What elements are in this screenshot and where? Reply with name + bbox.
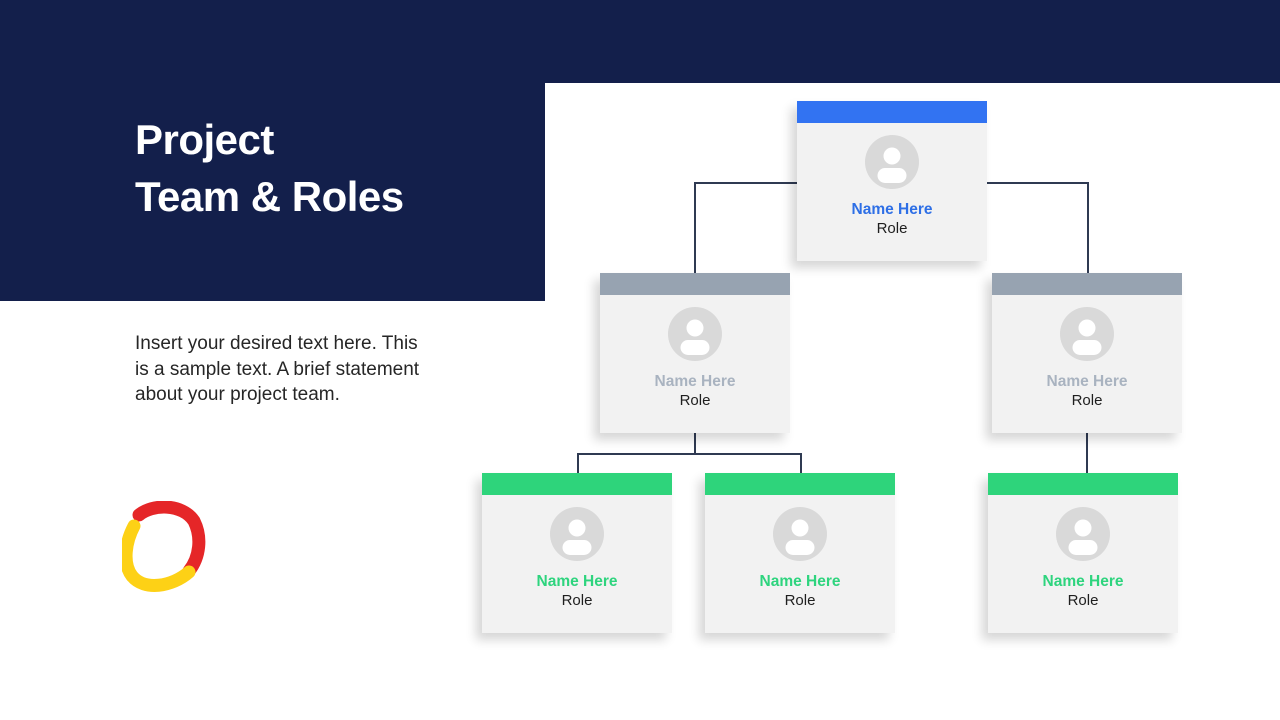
member-name: Name Here [759, 573, 841, 590]
org-card-member-right: Name Here Role [988, 473, 1178, 633]
org-card-executive: Name Here Role [797, 101, 987, 261]
brand-logo-icon [122, 501, 206, 592]
member-role: Role [1067, 592, 1099, 609]
description-text: Insert your desired text here. This is a… [135, 331, 419, 408]
member-name: Name Here [1046, 373, 1128, 390]
member-role: Role [561, 592, 593, 609]
card-accent-bar [992, 273, 1182, 295]
connector-line [577, 453, 579, 473]
org-card-manager-left: Name Here Role [600, 273, 790, 433]
connector-line [800, 453, 802, 473]
connector-line [694, 432, 696, 454]
member-role: Role [1071, 392, 1103, 409]
person-icon [668, 307, 722, 361]
page-title-line2: Team & Roles [135, 173, 404, 220]
org-card-manager-right: Name Here Role [992, 273, 1182, 433]
connector-line [577, 453, 801, 455]
page-title: Project Team & Roles [135, 111, 404, 225]
page-title-line1: Project [135, 116, 274, 163]
description-line2: is a sample text. A brief statement [135, 358, 420, 380]
title-panel [0, 0, 545, 301]
member-role: Role [784, 592, 816, 609]
card-accent-bar [705, 473, 895, 495]
org-card-member-left: Name Here Role [482, 473, 672, 633]
member-role: Role [679, 392, 711, 409]
member-name: Name Here [536, 573, 618, 590]
member-name: Name Here [851, 201, 933, 218]
member-name: Name Here [1042, 573, 1124, 590]
connector-line [694, 182, 696, 273]
card-accent-bar [600, 273, 790, 295]
description-line3: about your project team. [135, 384, 340, 405]
connector-line [1087, 182, 1089, 273]
member-name: Name Here [654, 373, 736, 390]
org-card-member-middle: Name Here Role [705, 473, 895, 633]
person-icon [550, 507, 604, 561]
member-role: Role [876, 220, 908, 237]
card-accent-bar [482, 473, 672, 495]
person-icon [1056, 507, 1110, 561]
card-accent-bar [988, 473, 1178, 495]
person-icon [1060, 307, 1114, 361]
card-accent-bar [797, 101, 987, 123]
connector-line [1086, 432, 1088, 473]
person-icon [773, 507, 827, 561]
description-line1: Insert your desired text here. This [135, 333, 418, 354]
person-icon [865, 135, 919, 189]
